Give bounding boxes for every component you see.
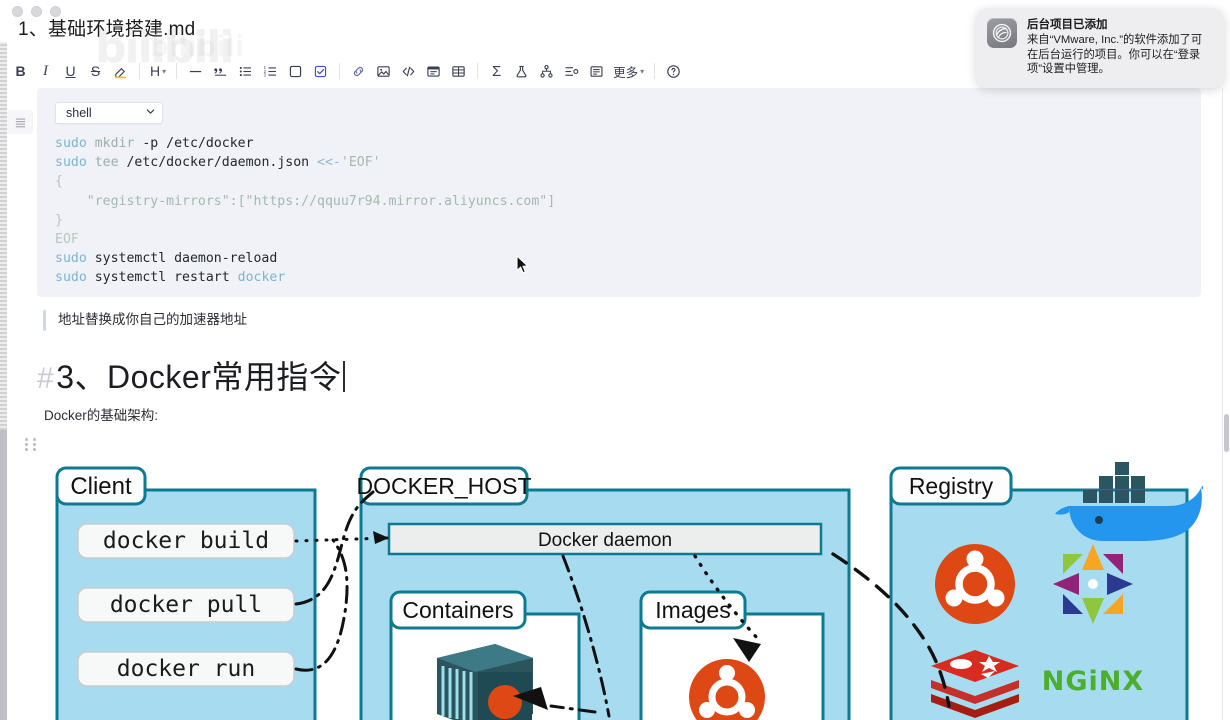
code-icon[interactable] bbox=[396, 59, 421, 83]
vertical-scrollbar-track[interactable] bbox=[1223, 88, 1230, 720]
outline-icon[interactable] bbox=[559, 59, 584, 83]
client-title: Client bbox=[70, 473, 132, 500]
toolbar-separator bbox=[176, 63, 178, 79]
blockquote: 地址替换成你自己的加速器地址 bbox=[43, 308, 247, 332]
window-left-edge bbox=[0, 0, 7, 720]
blockquote-bar bbox=[43, 310, 46, 331]
registry-title: Registry bbox=[909, 473, 994, 499]
toolbar-separator bbox=[477, 63, 479, 79]
images-label: Images bbox=[655, 597, 730, 623]
flowchart-icon[interactable] bbox=[534, 59, 559, 83]
italic-button[interactable]: I bbox=[43, 62, 48, 79]
svg-text:3: 3 bbox=[264, 72, 267, 77]
bold-button[interactable]: B bbox=[15, 63, 26, 79]
docker-architecture-diagram: docker build docker pull docker run Clie… bbox=[43, 462, 1203, 720]
notification-body: 后台项目已添加 来自“VMware, Inc.”的软件添加了可在后台运行的项目。… bbox=[1027, 18, 1212, 77]
code-language-value: shell bbox=[66, 106, 92, 120]
toolbar-separator bbox=[654, 63, 656, 79]
close-button-icon[interactable] bbox=[12, 6, 23, 17]
window-left-edge-solid bbox=[0, 430, 7, 720]
checkbox-checked-icon[interactable] bbox=[308, 59, 333, 83]
block-drag-handle[interactable] bbox=[25, 436, 39, 452]
docker-whale-logo bbox=[1055, 462, 1203, 541]
notification-title: 后台项目已添加 bbox=[1027, 19, 1108, 31]
formula-icon[interactable]: Σ bbox=[492, 62, 502, 80]
vmware-app-icon bbox=[987, 18, 1017, 48]
svg-text:1: 1 bbox=[264, 65, 267, 70]
mouse-cursor bbox=[516, 254, 530, 280]
client-command-0: docker build bbox=[103, 528, 269, 554]
minimize-button-icon[interactable] bbox=[31, 6, 42, 17]
blockquote-text: 地址替换成你自己的加速器地址 bbox=[58, 312, 247, 327]
horizontal-rule-icon[interactable] bbox=[183, 59, 208, 83]
editor-canvas: shell sudo mkdir -p /etc/docker sudo tee… bbox=[7, 86, 1223, 720]
more-label: 更多 bbox=[613, 65, 639, 80]
client-command-1: docker pull bbox=[110, 592, 262, 618]
heading-button[interactable]: H▾ bbox=[150, 63, 167, 79]
toolbar-separator bbox=[339, 63, 341, 79]
toolbar-separator bbox=[139, 63, 140, 79]
highlighter-icon[interactable] bbox=[108, 59, 133, 83]
chevron-down-icon bbox=[145, 106, 156, 120]
code-block: shell sudo mkdir -p /etc/docker sudo tee… bbox=[37, 88, 1201, 297]
checkbox-empty-icon[interactable] bbox=[283, 59, 308, 83]
card-icon[interactable] bbox=[584, 59, 609, 83]
traffic-lights bbox=[12, 6, 61, 17]
heading-hash: # bbox=[37, 362, 55, 395]
document-title: 1、基础环境搭建.md bbox=[18, 19, 196, 40]
block-menu-icon[interactable] bbox=[7, 110, 33, 134]
vertical-scrollbar-thumb[interactable] bbox=[1224, 414, 1229, 452]
ubuntu-logo-registry bbox=[935, 544, 1015, 624]
video-icon[interactable] bbox=[421, 59, 446, 83]
client-command-2: docker run bbox=[117, 656, 255, 682]
zoom-button-icon[interactable] bbox=[50, 6, 61, 17]
ubuntu-logo-images bbox=[689, 659, 765, 720]
nginx-logo-label: NGiNX bbox=[1042, 666, 1144, 697]
containers-label: Containers bbox=[402, 597, 513, 623]
help-icon[interactable] bbox=[661, 59, 686, 83]
page-heading[interactable]: # 3、Docker常用指令 bbox=[37, 352, 345, 398]
editor-right-edge bbox=[1222, 88, 1223, 720]
svg-text:2: 2 bbox=[264, 68, 267, 73]
blockquote-icon[interactable] bbox=[208, 59, 233, 83]
bullet-list-icon[interactable] bbox=[233, 59, 258, 83]
table-icon[interactable] bbox=[446, 59, 471, 83]
flask-icon[interactable] bbox=[509, 59, 534, 83]
underline-button[interactable]: U bbox=[65, 63, 76, 79]
strikethrough-button[interactable]: S bbox=[90, 63, 101, 79]
more-button[interactable]: 更多▾ bbox=[609, 59, 648, 83]
heading-text: 3、Docker常用指令 bbox=[56, 359, 342, 395]
system-notification[interactable]: 后台项目已添加 来自“VMware, Inc.”的软件添加了可在后台运行的项目。… bbox=[976, 8, 1224, 88]
docker-host-title: DOCKER_HOST bbox=[356, 473, 531, 499]
docker-daemon-label: Docker daemon bbox=[538, 530, 672, 551]
code-content[interactable]: sudo mkdir -p /etc/docker sudo tee /etc/… bbox=[55, 136, 556, 286]
text-cursor bbox=[343, 361, 345, 392]
code-language-select[interactable]: shell bbox=[55, 102, 163, 124]
centos-logo bbox=[1053, 544, 1133, 624]
image-icon[interactable] bbox=[371, 59, 396, 83]
link-icon[interactable] bbox=[346, 59, 371, 83]
paragraph-text: Docker的基础架构: bbox=[44, 408, 159, 423]
container-graphic bbox=[437, 644, 533, 720]
notification-text: 来自“VMware, Inc.”的软件添加了可在后台运行的项目。你可以在“登录项… bbox=[1027, 34, 1203, 76]
